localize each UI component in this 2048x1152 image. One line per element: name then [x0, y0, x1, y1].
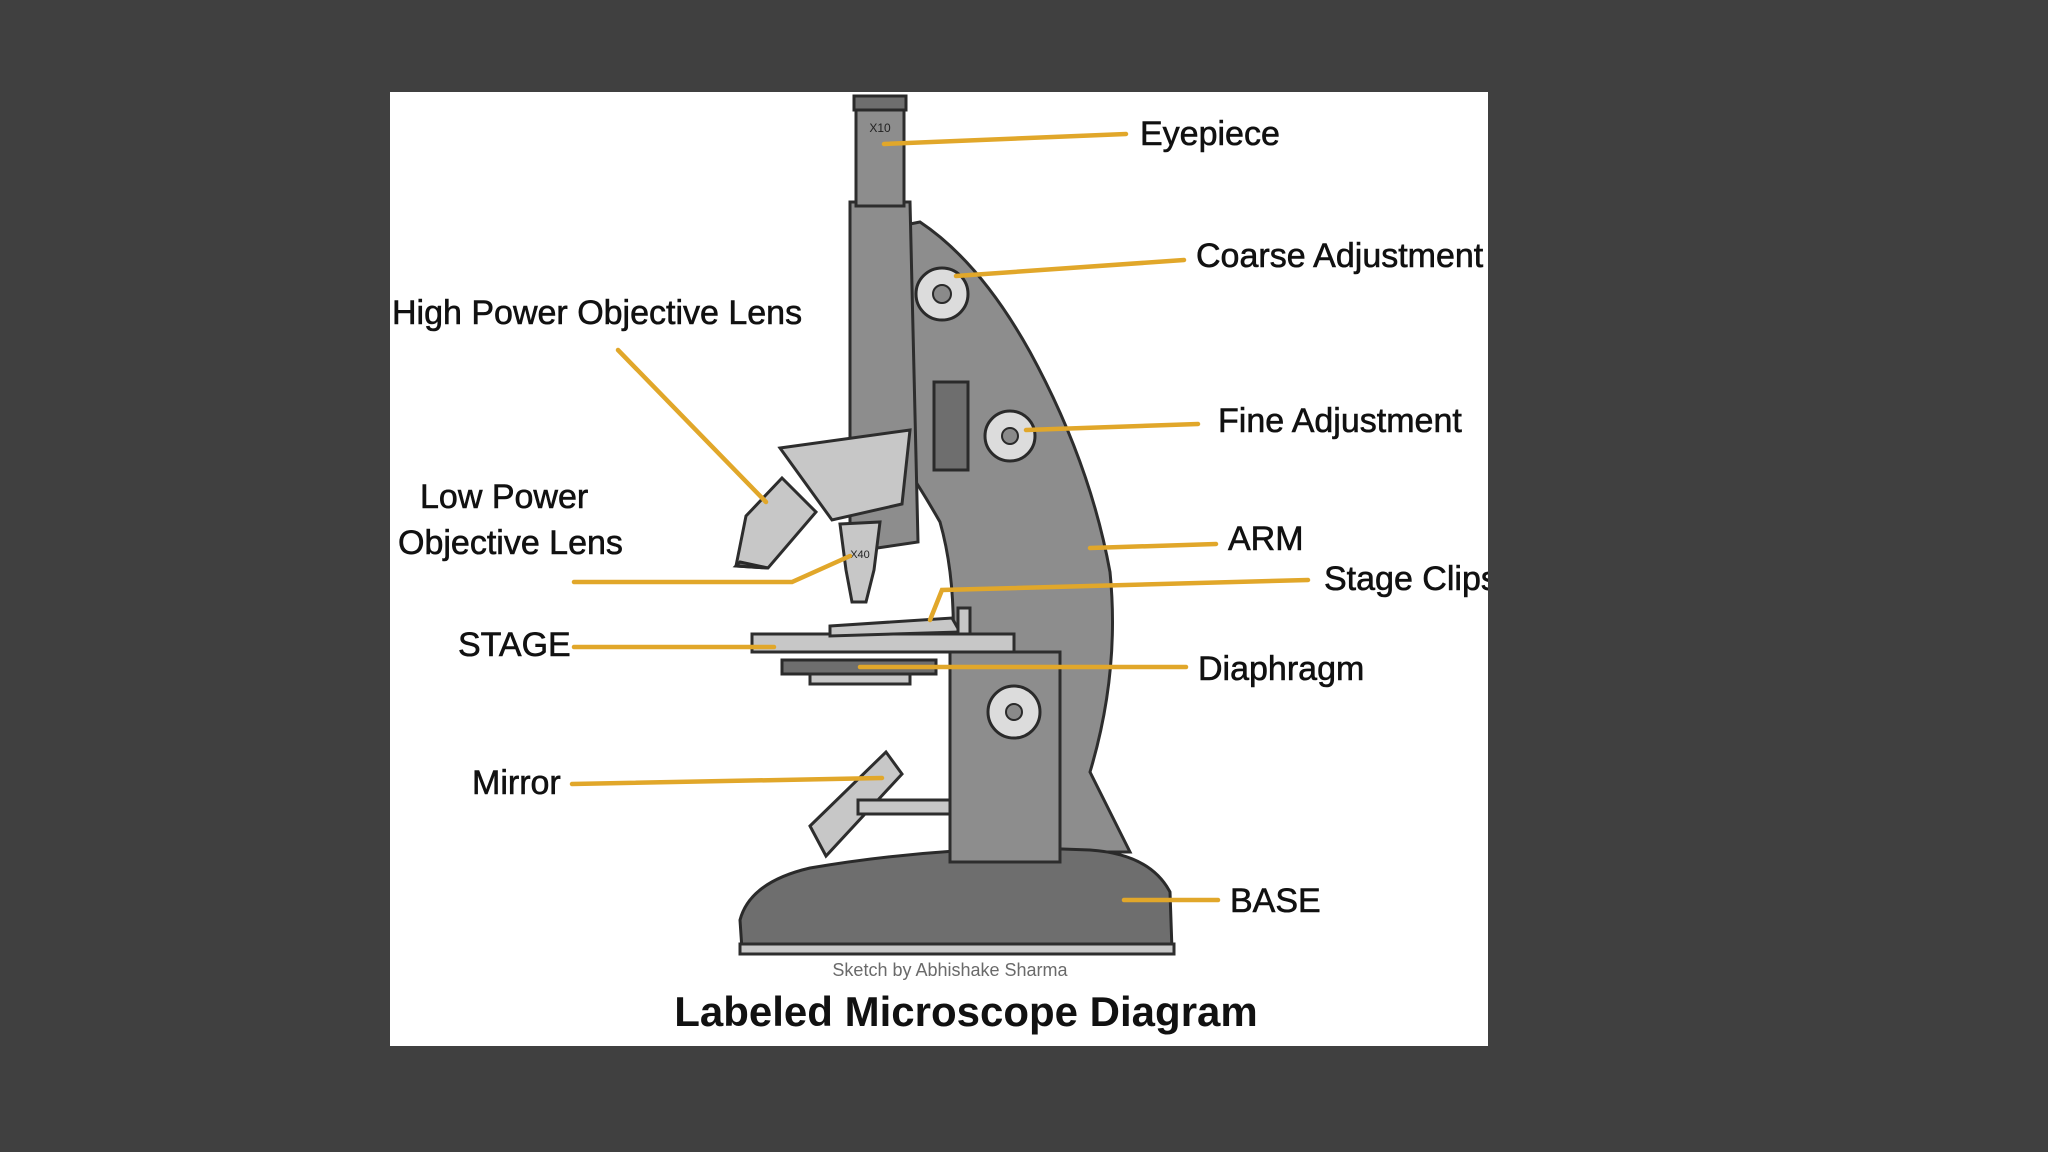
low-power-lens-shape — [734, 475, 819, 570]
stage-clip-shape — [828, 616, 963, 638]
diaphragm-lower — [808, 672, 912, 686]
coarse-knob — [914, 266, 970, 322]
leader-low-power — [571, 553, 853, 585]
leader-stage-clips — [927, 577, 1311, 623]
mirror-arm — [856, 798, 952, 816]
label-stage-clips: Stage Clips — [1324, 560, 1488, 598]
diagram-title: Labeled Microscope Diagram — [674, 988, 1258, 1035]
label-stage: STAGE — [458, 626, 571, 664]
leader-high-power — [615, 347, 769, 505]
lower-knob — [986, 684, 1042, 740]
arm-shape — [868, 220, 1133, 854]
leader-mirror — [569, 775, 885, 787]
label-fine-adjustment: Fine Adjustment — [1218, 402, 1462, 440]
label-low-power-line2: Objective Lens — [398, 524, 623, 562]
eyepiece-shape — [854, 100, 906, 208]
leader-arm — [1087, 541, 1219, 551]
label-eyepiece: Eyepiece — [1140, 115, 1280, 153]
label-low-power-line1: Low Power — [420, 478, 588, 516]
eyepiece-marking: X10 — [869, 121, 891, 135]
base-plate — [738, 942, 1176, 956]
diagram-labels: Eyepiece Coarse Adjustment High Power Ob… — [392, 115, 1488, 921]
arm-slot — [932, 380, 970, 472]
leader-fine — [1023, 421, 1201, 433]
objective-marking: X40 — [850, 549, 870, 561]
label-diaphragm: Diaphragm — [1198, 650, 1364, 688]
diagram-card: X10 X40 — [390, 92, 1488, 1046]
nosepiece-shape — [777, 428, 912, 522]
fine-knob — [983, 409, 1037, 463]
label-mirror: Mirror — [472, 764, 561, 802]
label-arm: ARM — [1228, 520, 1304, 558]
leader-lines — [569, 131, 1311, 903]
label-coarse-adjustment: Coarse Adjustment — [1196, 237, 1484, 275]
base-shape — [738, 847, 1174, 952]
high-power-lens-shape — [838, 520, 882, 604]
pillar-shape — [948, 650, 1062, 864]
microscope-sketch: X10 X40 — [732, 94, 1176, 956]
label-base: BASE — [1230, 882, 1321, 920]
sketch-credit: Sketch by Abhishake Sharma — [832, 960, 1068, 980]
eyepiece-cap — [852, 94, 908, 112]
stage-shape — [750, 632, 1016, 654]
stage-clip-post — [956, 606, 972, 636]
low-power-lens-tip — [732, 560, 769, 570]
leader-coarse — [953, 257, 1187, 279]
leader-eyepiece — [881, 131, 1129, 147]
label-high-power-objective: High Power Objective Lens — [392, 294, 802, 332]
microscope-diagram: X10 X40 — [392, 94, 1488, 1035]
